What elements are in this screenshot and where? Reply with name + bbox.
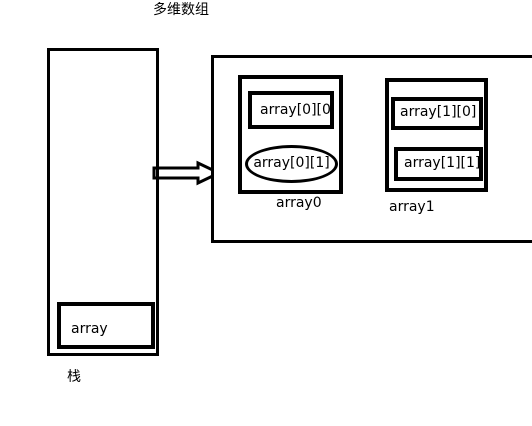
heap-array0-label: array0 — [276, 195, 322, 211]
heap-cell-array-0-0: array[0][0 — [248, 91, 334, 129]
heap-cell-array-0-1: array[0][1] — [245, 145, 338, 183]
diagram-title: 多维数组 — [153, 2, 209, 18]
stack-label: 栈 — [67, 369, 81, 385]
heap-cell-array-1-1: array[1][1] — [394, 147, 483, 181]
heap-cell-array-1-0: array[1][0] — [391, 97, 483, 130]
stack-variable-cell — [57, 302, 155, 349]
heap-array1-label: array1 — [389, 199, 435, 215]
stack-variable-label: array — [71, 321, 108, 337]
reference-arrow-icon — [152, 160, 223, 186]
